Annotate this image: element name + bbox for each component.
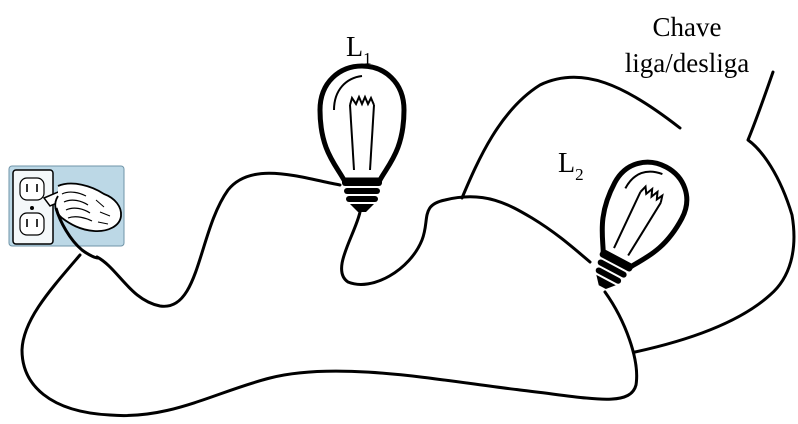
switch-label-line2: liga/desliga: [625, 48, 749, 78]
wires: [20, 70, 796, 418]
lamp-1: L1: [317, 32, 407, 212]
light-bulb-icon: [317, 63, 407, 212]
wire-from-switch-right: [633, 70, 796, 354]
wire-lamp2-return: [20, 253, 639, 418]
wire-to-switch-left: [460, 75, 682, 200]
hand-plug-icon: [42, 182, 122, 260]
wire-plug-to-lamp1: [95, 171, 342, 308]
lamp-2: [595, 159, 690, 289]
switch-label-line1: Chave: [653, 12, 722, 42]
switch: Chave liga/desliga: [625, 12, 749, 78]
light-bulb-icon: [595, 159, 690, 289]
lamp-1-label: L1: [346, 32, 372, 68]
outlet-with-plug: [8, 165, 125, 260]
lamp-2-label: L2: [558, 148, 584, 184]
wire-lamp1-to-lamp2: [340, 195, 592, 286]
